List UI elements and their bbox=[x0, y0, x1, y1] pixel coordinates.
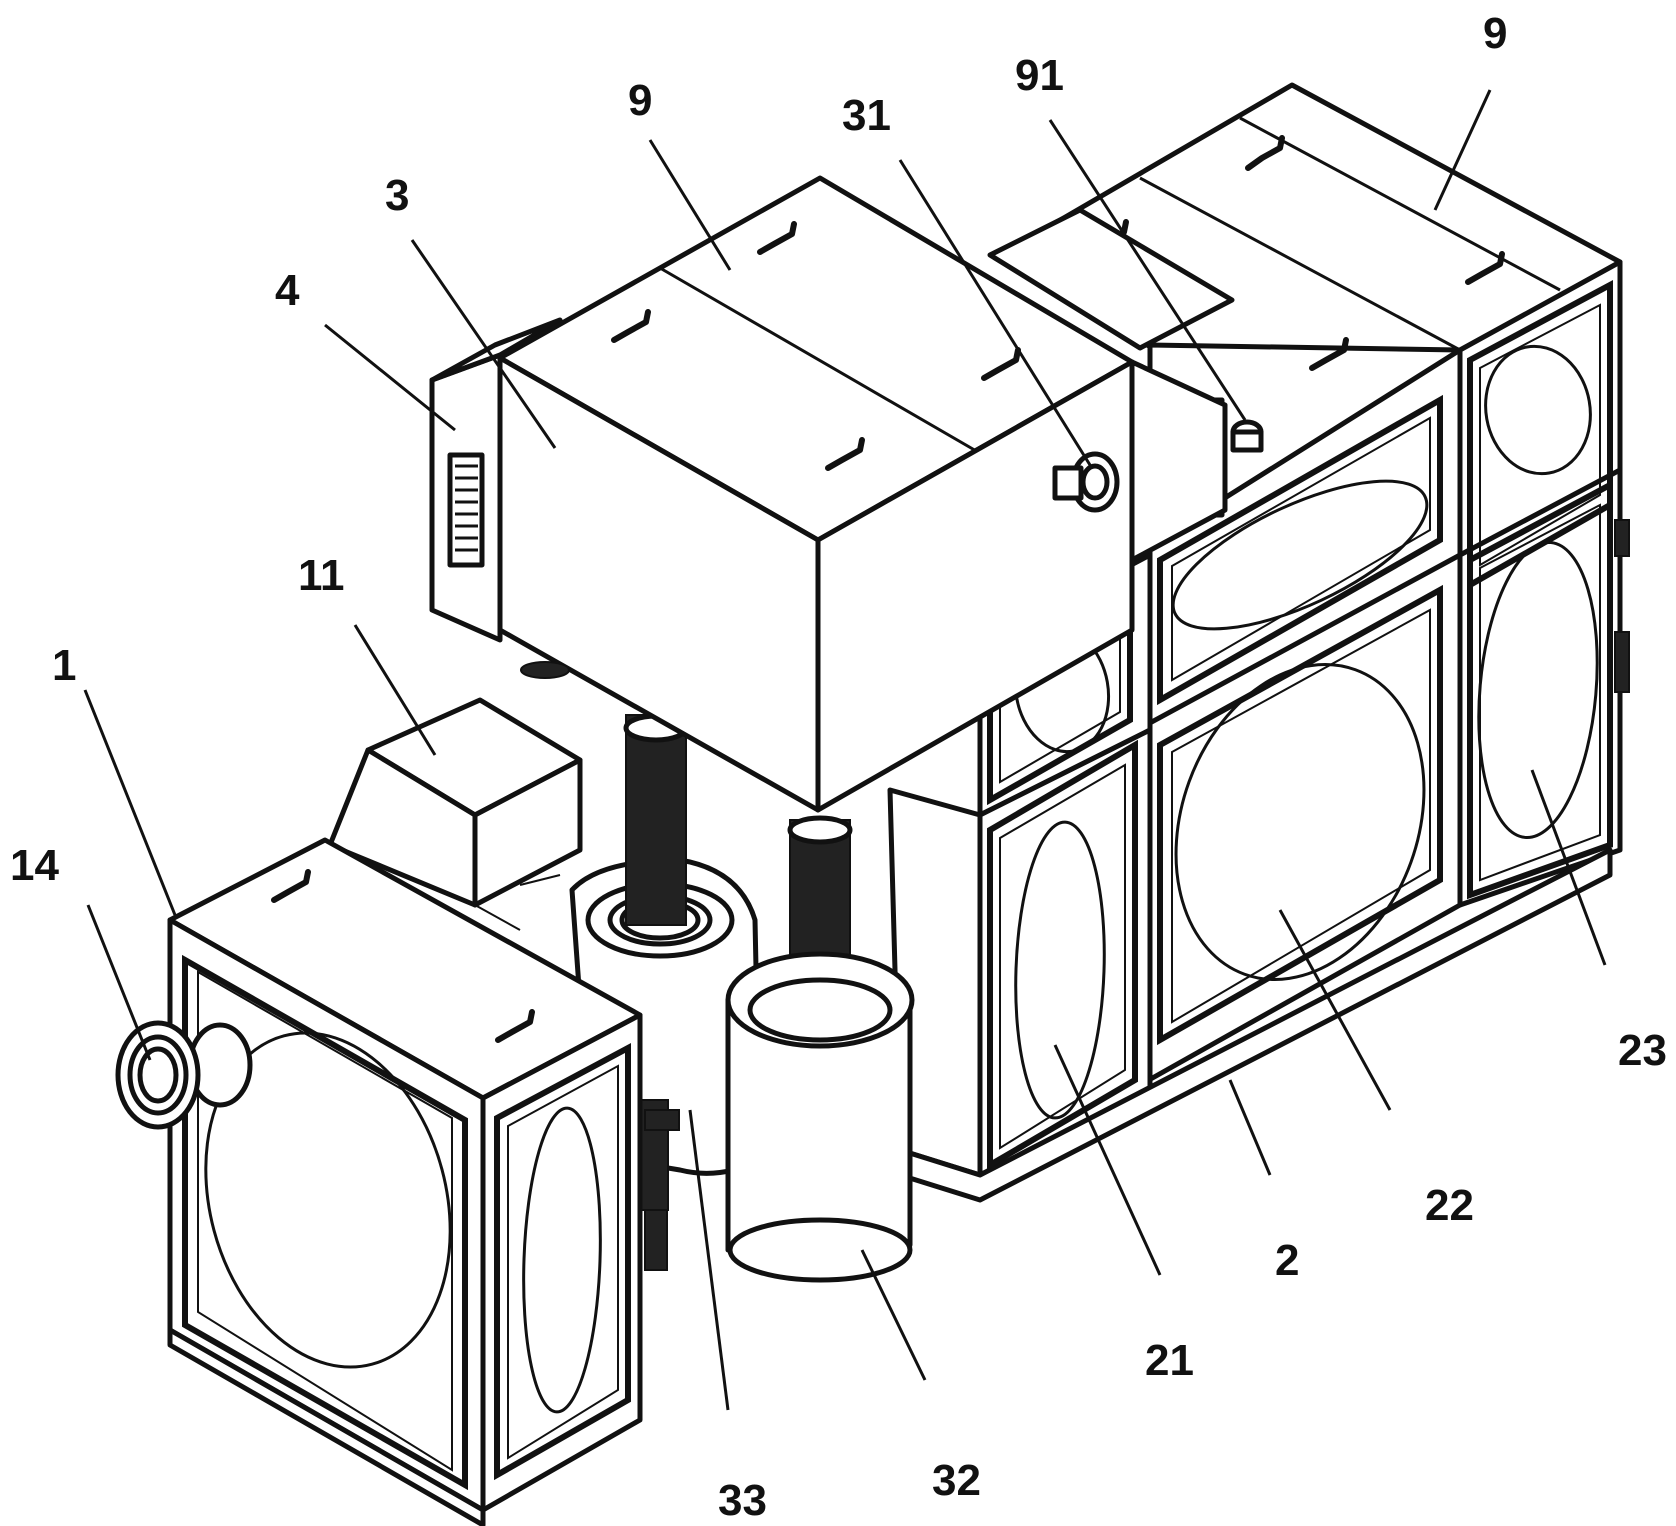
leader-1 bbox=[83, 689, 177, 916]
label-21: 21 bbox=[1145, 1336, 1194, 1385]
label-3: 3 bbox=[385, 171, 409, 220]
label-9b: 9 bbox=[1483, 9, 1507, 58]
label-31: 31 bbox=[842, 91, 891, 140]
leader-22 bbox=[1278, 909, 1392, 1111]
label-32: 32 bbox=[932, 1456, 981, 1505]
module-1 bbox=[115, 837, 680, 1526]
label-14: 14 bbox=[10, 841, 59, 890]
label-11: 11 bbox=[298, 551, 345, 600]
leader-32 bbox=[860, 1249, 927, 1381]
leader-9b bbox=[1433, 89, 1492, 211]
filter-32 bbox=[725, 951, 915, 1283]
labels: 1 14 11 4 3 9 31 91 9 23 22 2 21 32 33 bbox=[10, 9, 1667, 1525]
label-2: 2 bbox=[1275, 1236, 1299, 1285]
leader-2 bbox=[1228, 1079, 1272, 1176]
box-3 bbox=[429, 175, 1235, 813]
leader-91 bbox=[1048, 119, 1247, 421]
leader-23 bbox=[1530, 769, 1607, 966]
leader-33 bbox=[688, 1109, 730, 1411]
box-11 bbox=[327, 697, 583, 931]
label-4: 4 bbox=[275, 266, 300, 315]
label-22: 22 bbox=[1425, 1181, 1474, 1230]
tank-assembly-2 bbox=[887, 82, 1630, 1203]
leader-31 bbox=[898, 159, 1092, 466]
label-91: 91 bbox=[1015, 51, 1064, 100]
leader-9a bbox=[648, 139, 732, 271]
label-9a: 9 bbox=[628, 76, 652, 125]
valve-31 bbox=[1052, 451, 1120, 513]
leader-11 bbox=[353, 624, 437, 756]
label-23: 23 bbox=[1618, 1026, 1667, 1075]
label-33: 33 bbox=[718, 1476, 767, 1525]
flange-14 bbox=[115, 1020, 253, 1130]
leader-3 bbox=[410, 239, 557, 449]
leader-lines bbox=[83, 89, 1607, 1411]
leader-4 bbox=[324, 323, 456, 432]
leader-21 bbox=[1053, 1044, 1162, 1276]
leader-14 bbox=[86, 904, 152, 1061]
label-1: 1 bbox=[52, 641, 76, 690]
